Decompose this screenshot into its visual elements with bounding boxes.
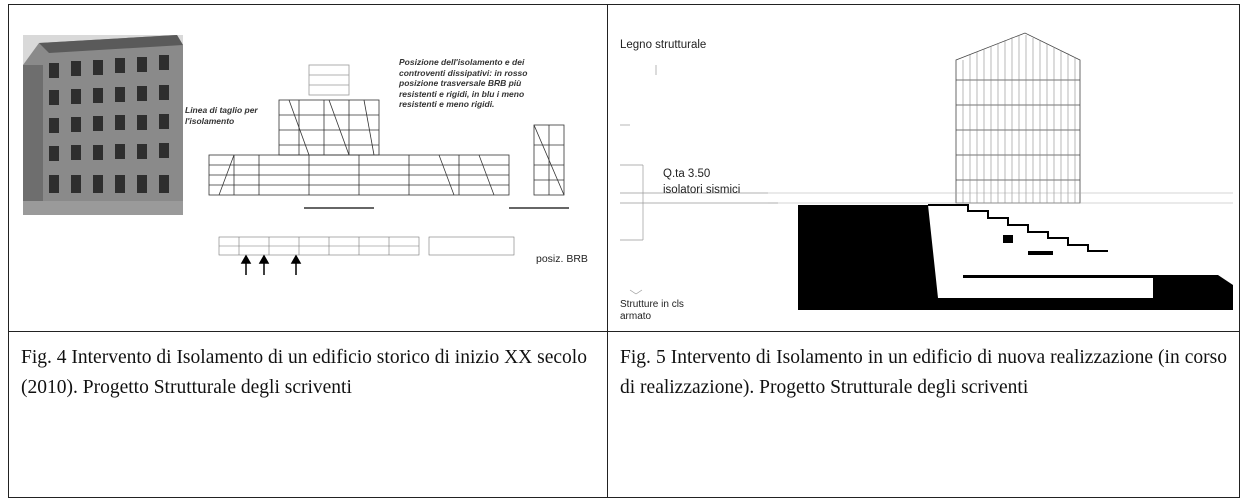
figure-4-caption-cell: Fig. 4 Intervento di Isolamento di un ed… [8,331,608,498]
drawing-captions [304,207,569,209]
building-frame [955,32,1081,204]
level-lines [768,192,1233,204]
figure-5-caption: Fig. 5 Intervento di Isolamento in un ed… [620,347,1227,398]
figure-4-cell: Linea di taglio per l'isolamento Posizio… [8,4,608,332]
structural-wood-label: Legno strutturale [620,39,707,51]
brb-position-label: posiz. BRB [536,253,588,265]
building-verticals [962,35,1076,203]
figure-4-caption: Fig. 4 Intervento di Isolamento di un ed… [21,347,587,398]
figure-table: Linea di taglio per l'isolamento Posizio… [8,4,1240,498]
brb-position-arrows [240,254,302,275]
figure-5-caption-cell: Fig. 5 Intervento di Isolamento in un ed… [607,331,1240,498]
foundation-steps [928,204,1108,252]
figure-4-drawing [23,35,569,275]
historic-building-photo [23,35,183,215]
elevation-label: Q.ta 3.50 [663,168,711,180]
faint-section-lines [620,65,778,295]
figure-5-drawing [620,32,1233,310]
figure-5-cell: Legno strutturale Q.ta 3.50 isolatori si… [607,4,1240,332]
foundation-mass [798,205,1233,310]
plan-drawing [218,236,515,256]
figure-4-image: Linea di taglio per l'isolamento Posizio… [9,5,607,331]
cut-line-label: Linea di taglio per l'isolamento [185,105,258,126]
position-note-label: Posizione dell'isolamento e dei controve… [399,57,528,109]
elevation-drawing [208,64,510,196]
cross-section-drawing [533,124,565,196]
seismic-isolators-label: isolatori sismici [663,184,741,196]
concrete-structures-label: Strutture in cls armato [620,299,684,322]
figure-5-image: Legno strutturale Q.ta 3.50 isolatori si… [608,5,1239,331]
